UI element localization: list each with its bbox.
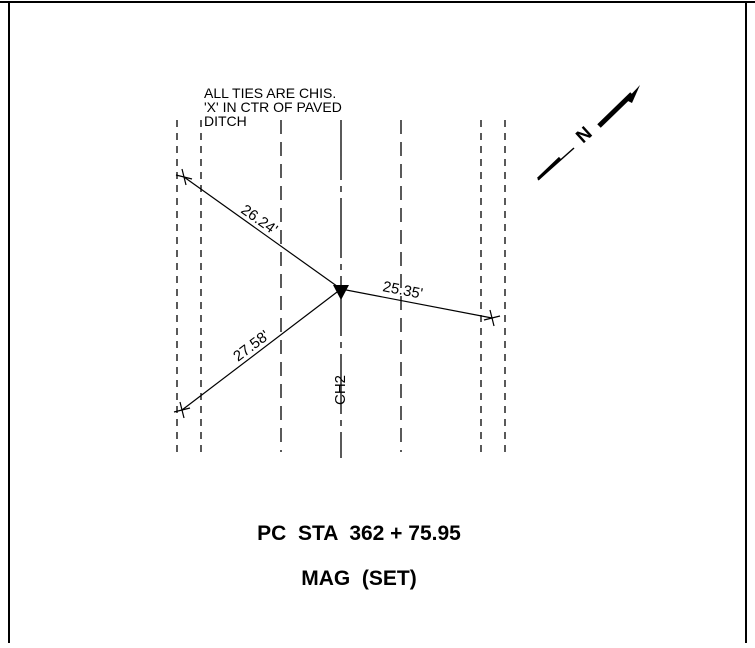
north-arrow-upper-shaft: [597, 92, 634, 128]
station-label-line-2: MAG (SET): [301, 567, 417, 590]
note-line-1: ALL TIES ARE CHIS.: [204, 85, 336, 101]
centerline-label: CH2: [332, 375, 349, 405]
note-line-2: 'X' IN CTR OF PAVED: [204, 99, 342, 115]
mag-nail-symbol: [333, 285, 349, 300]
chisel-x-right: [483, 309, 501, 327]
tie-right-distance: 25.35': [381, 278, 424, 302]
station-label-line-1: PC STA 362 + 75.95: [257, 522, 461, 545]
north-arrow-tail: [536, 156, 562, 181]
tie-lines: [181, 176, 493, 411]
chisel-marks: [173, 168, 501, 419]
chisel-x-lower-left: [173, 401, 191, 419]
north-arrow-label: N: [572, 123, 596, 148]
note-line-3: DITCH: [204, 113, 247, 129]
tie-line-lower-left: [181, 288, 342, 411]
tie-line-upper-left: [183, 176, 342, 290]
chisel-x-upper-left: [175, 168, 193, 186]
general-note: ALL TIES ARE CHIS. 'X' IN CTR OF PAVED D…: [204, 85, 346, 129]
north-arrow: N: [536, 85, 640, 181]
tie-line-right: [340, 288, 493, 319]
